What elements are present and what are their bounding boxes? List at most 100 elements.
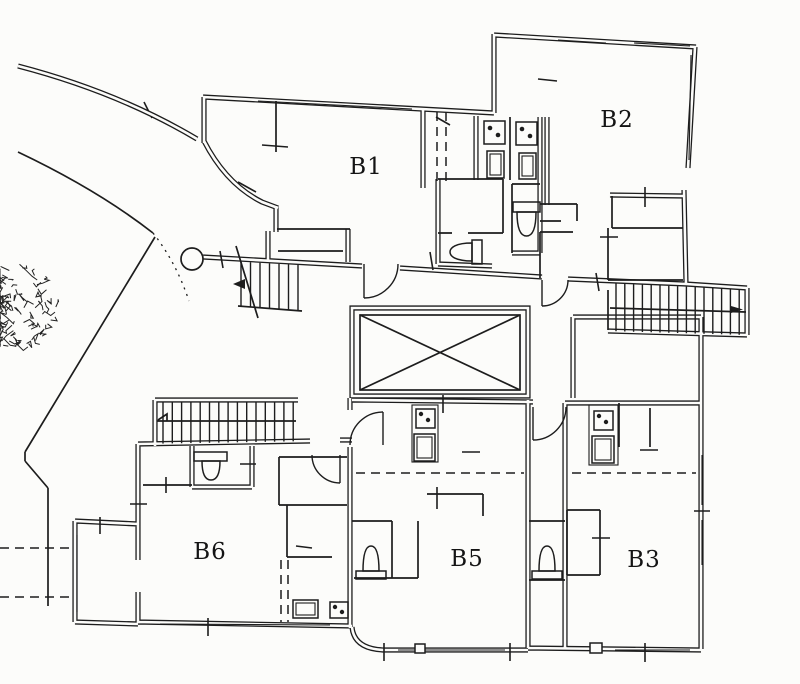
tree-foliage-stroke: [0, 279, 7, 285]
tree-foliage-stroke: [38, 328, 47, 336]
tree-foliage-stroke: [43, 275, 48, 280]
tree-foliage-stroke: [37, 288, 47, 296]
tree-foliage-stroke: [13, 294, 17, 302]
closet-dashed-lines: [280, 112, 696, 622]
tree-foliage-stroke: [0, 322, 9, 330]
tree-foliage-stroke: [15, 289, 23, 295]
tree-foliage-stroke: [26, 340, 33, 349]
room-label-b6: B6: [193, 539, 227, 565]
stair-arrow-icon: [731, 306, 743, 313]
tree-foliage-stroke: [46, 298, 53, 305]
tree-foliage-stroke: [0, 322, 4, 337]
sink-icon: [292, 599, 319, 619]
toilet-icon: [531, 545, 563, 580]
tree-foliage-stroke: [34, 294, 43, 309]
stove-icon: [515, 121, 538, 146]
tree-foliage-stroke: [1, 319, 10, 326]
tree-foliage-stroke: [0, 302, 5, 305]
tree-foliage-stroke: [11, 284, 18, 288]
tree-foliage-stroke: [31, 268, 35, 276]
tree-foliage-stroke: [6, 301, 14, 312]
stove-icon: [593, 410, 614, 431]
tree-foliage-stroke: [42, 310, 56, 317]
tree-foliage-stroke: [15, 306, 22, 315]
kitchen-sink-icons: [292, 150, 619, 619]
tree-foliage-stroke: [2, 294, 10, 301]
tree-foliage-stroke: [30, 322, 39, 330]
site-boundary: [0, 101, 190, 606]
tree-foliage-stroke: [35, 290, 42, 298]
tree-foliage-stroke: [0, 336, 4, 343]
stove-icon: [329, 601, 349, 619]
tree-foliage-stroke: [31, 332, 40, 341]
toilet-icon: [512, 201, 541, 237]
room-label-b5: B5: [450, 546, 484, 572]
tree-foliage-stroke: [0, 297, 2, 305]
tree-foliage-stroke: [1, 274, 9, 279]
sink-icon: [413, 433, 436, 462]
door-swing-icons: [311, 263, 569, 484]
tree-foliage-stroke: [14, 338, 19, 346]
tree-foliage-stroke: [0, 311, 7, 315]
pillar: [589, 642, 603, 654]
tree-foliage-stroke: [37, 300, 44, 311]
counter-outline: [411, 404, 439, 463]
tree-foliage-stroke: [29, 311, 35, 319]
tree-foliage-stroke: [36, 321, 41, 328]
tree-foliage-stroke: [8, 340, 22, 345]
tree-foliage-stroke: [19, 263, 38, 281]
tree-foliage-stroke: [0, 265, 10, 271]
tree-foliage-stroke: [1, 324, 13, 335]
sink-icon: [591, 435, 615, 464]
tree-icon: [0, 263, 60, 352]
stove-icon: [415, 408, 436, 429]
room-label-b3: B3: [627, 547, 661, 573]
room-label-b1: B1: [349, 154, 383, 180]
counter-outline: [588, 404, 619, 466]
tree-foliage-stroke: [18, 293, 28, 303]
tree-foliage-stroke: [33, 336, 40, 345]
toilet-icon: [355, 545, 387, 580]
tree-foliage-stroke: [0, 293, 12, 299]
tree-foliage-stroke: [0, 285, 2, 289]
tree-foliage-stroke: [0, 311, 15, 325]
tree-foliage-stroke: [8, 278, 14, 281]
section-ticks: [99, 78, 710, 662]
tree-foliage-stroke: [23, 300, 34, 308]
room-label-b2: B2: [600, 107, 634, 133]
tree-foliage-stroke: [44, 301, 50, 314]
tree-foliage-stroke: [14, 343, 29, 352]
tree-foliage-stroke: [3, 344, 9, 347]
tree-foliage-stroke: [12, 336, 18, 342]
tree-foliage-stroke: [3, 338, 17, 347]
toilet-icons: [193, 201, 563, 580]
kitchen-stove-icons: [329, 120, 614, 619]
tree-foliage-stroke: [0, 301, 7, 309]
sink-icon: [486, 150, 505, 179]
sink-icon: [518, 152, 537, 180]
tree-foliage-stroke: [0, 287, 4, 298]
tree-foliage-stroke: [0, 328, 2, 336]
interior-partitions: [143, 101, 747, 654]
stair-arrow-icon: [157, 412, 168, 421]
tree-foliage-stroke: [36, 278, 51, 286]
tree-foliage-stroke: [0, 295, 9, 303]
column-icon: [180, 247, 204, 271]
tree-foliage-stroke: [0, 321, 5, 329]
tree-foliage-stroke: [50, 316, 58, 322]
stair-runs: [157, 261, 743, 444]
stair-arrow-icon: [233, 279, 245, 289]
elevator-shaft-icon: [359, 314, 521, 391]
toilet-icon: [449, 239, 483, 265]
tree-foliage-stroke: [45, 323, 53, 330]
stove-icon: [483, 120, 506, 145]
window-lines: [76, 39, 703, 651]
toilet-icon: [193, 451, 228, 481]
tree-foliage-stroke: [23, 318, 36, 327]
tree-foliage-stroke: [1, 330, 14, 342]
pillar: [414, 643, 426, 654]
tree-foliage-stroke: [10, 331, 16, 337]
tree-foliage-stroke: [0, 310, 3, 320]
